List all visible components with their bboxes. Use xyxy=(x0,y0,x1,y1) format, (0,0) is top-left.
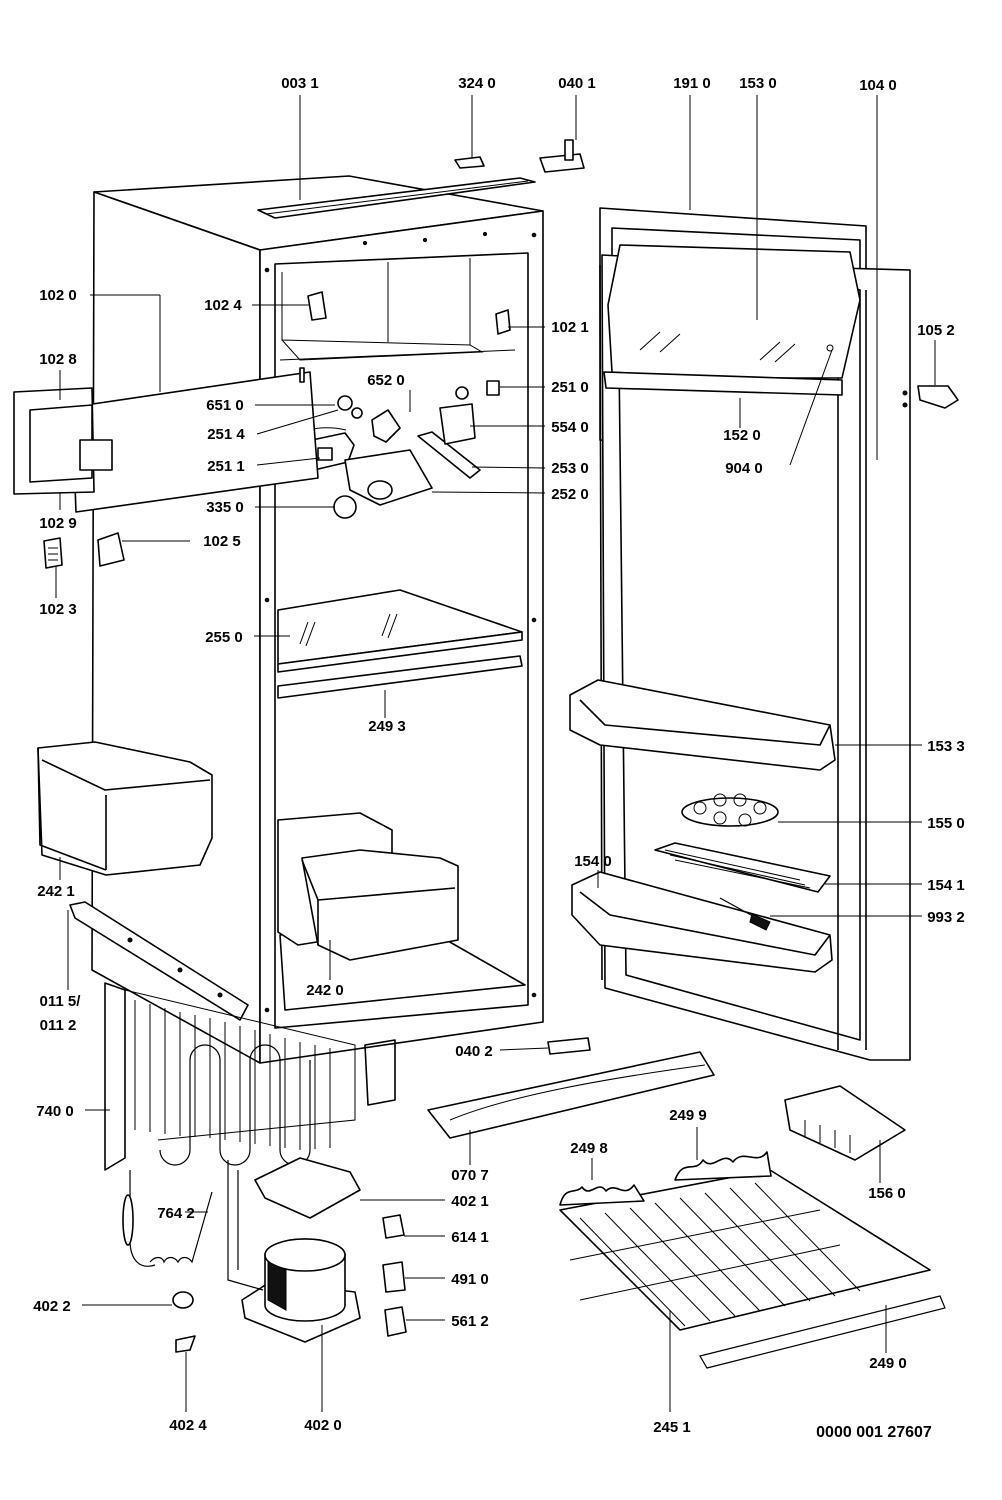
part-label-2421: 242 1 xyxy=(37,883,75,900)
wire-shelf xyxy=(559,1151,946,1369)
part-label-6520: 652 0 xyxy=(367,372,405,389)
part-label-1023: 102 3 xyxy=(39,601,77,618)
ice-tray xyxy=(784,1085,906,1161)
part-label-7642: 764 2 xyxy=(157,1205,195,1222)
base-frame xyxy=(69,901,249,1021)
part-label-0031: 003 1 xyxy=(281,75,319,92)
crisper-bin-small xyxy=(277,812,459,961)
part-label-1530: 153 0 xyxy=(739,75,777,92)
capillary-tube xyxy=(122,1170,213,1267)
part-label-1520: 152 0 xyxy=(723,427,761,444)
part-label-0707: 070 7 xyxy=(451,1167,489,1184)
part-label-4024: 402 4 xyxy=(169,1417,207,1434)
part-label-1021: 102 1 xyxy=(551,319,589,336)
part-label-1541: 154 1 xyxy=(927,877,965,894)
part-label-1540: 154 0 xyxy=(574,853,612,870)
thermostat-assembly xyxy=(285,380,500,519)
part-label-2550: 255 0 xyxy=(205,629,243,646)
condenser-coil xyxy=(104,982,396,1171)
part-label-0402: 040 2 xyxy=(455,1043,493,1060)
part-label-4021: 402 1 xyxy=(451,1193,489,1210)
part-label-3240: 324 0 xyxy=(458,75,496,92)
part-label-1040: 104 0 xyxy=(859,77,897,94)
part-label-4910: 491 0 xyxy=(451,1271,489,1288)
crisper-bin-large xyxy=(37,741,213,876)
part-label-2520: 252 0 xyxy=(551,486,589,503)
part-label-1020: 102 0 xyxy=(39,287,77,304)
part-label-0112: 011 2 xyxy=(40,1017,77,1034)
part-label-1029: 102 9 xyxy=(39,515,77,532)
part-label-9040: 904 0 xyxy=(725,460,763,477)
part-labels: 003 1 324 0 040 1 191 0 153 0 104 0 102 … xyxy=(33,75,965,1441)
part-label-0115: 011 5/ xyxy=(40,993,82,1010)
part-label-1024: 102 4 xyxy=(204,297,242,314)
evaporator-panel xyxy=(13,367,319,513)
part-label-2530: 253 0 xyxy=(551,460,589,477)
part-label-6141: 614 1 xyxy=(451,1229,489,1246)
part-label-6510: 651 0 xyxy=(206,397,244,414)
part-label-2514: 251 4 xyxy=(207,426,245,443)
leader-lines xyxy=(55,95,936,1412)
door-assembly xyxy=(569,207,959,1061)
drawing-reference-number: 0000 001 27607 xyxy=(816,1424,932,1441)
part-label-4022: 402 2 xyxy=(33,1298,71,1315)
part-label-2490: 249 0 xyxy=(869,1355,907,1372)
part-label-2493: 249 3 xyxy=(368,718,406,735)
electrical-parts xyxy=(172,1214,407,1353)
part-label-5612: 561 2 xyxy=(451,1313,489,1330)
part-label-1533: 153 3 xyxy=(927,738,965,755)
part-label-1550: 155 0 xyxy=(927,815,965,832)
bottom-rail xyxy=(427,1037,715,1139)
shelf-rail xyxy=(277,655,523,699)
part-label-1025: 102 5 xyxy=(203,533,241,550)
part-label-9932: 993 2 xyxy=(927,909,965,926)
part-label-0401: 040 1 xyxy=(558,75,596,92)
small-clip-parts xyxy=(43,291,511,569)
part-label-2420: 242 0 xyxy=(306,982,344,999)
part-label-2499: 249 9 xyxy=(669,1107,707,1124)
compressor xyxy=(227,1157,361,1343)
part-label-1052: 105 2 xyxy=(917,322,955,339)
part-label-7400: 740 0 xyxy=(36,1103,74,1120)
top-small-parts xyxy=(454,139,585,173)
part-label-2510: 251 0 xyxy=(551,379,589,396)
part-label-4020: 402 0 xyxy=(304,1417,342,1434)
part-label-1028: 102 8 xyxy=(39,351,77,368)
part-label-2451: 245 1 xyxy=(653,1419,691,1436)
part-label-5540: 554 0 xyxy=(551,419,589,436)
part-label-2498: 249 8 xyxy=(570,1140,608,1157)
part-label-2511: 251 1 xyxy=(207,458,245,475)
glass-shelf xyxy=(277,589,523,673)
part-label-3350: 335 0 xyxy=(206,499,244,516)
part-label-1560: 156 0 xyxy=(868,1185,906,1202)
part-label-1910: 191 0 xyxy=(673,75,711,92)
